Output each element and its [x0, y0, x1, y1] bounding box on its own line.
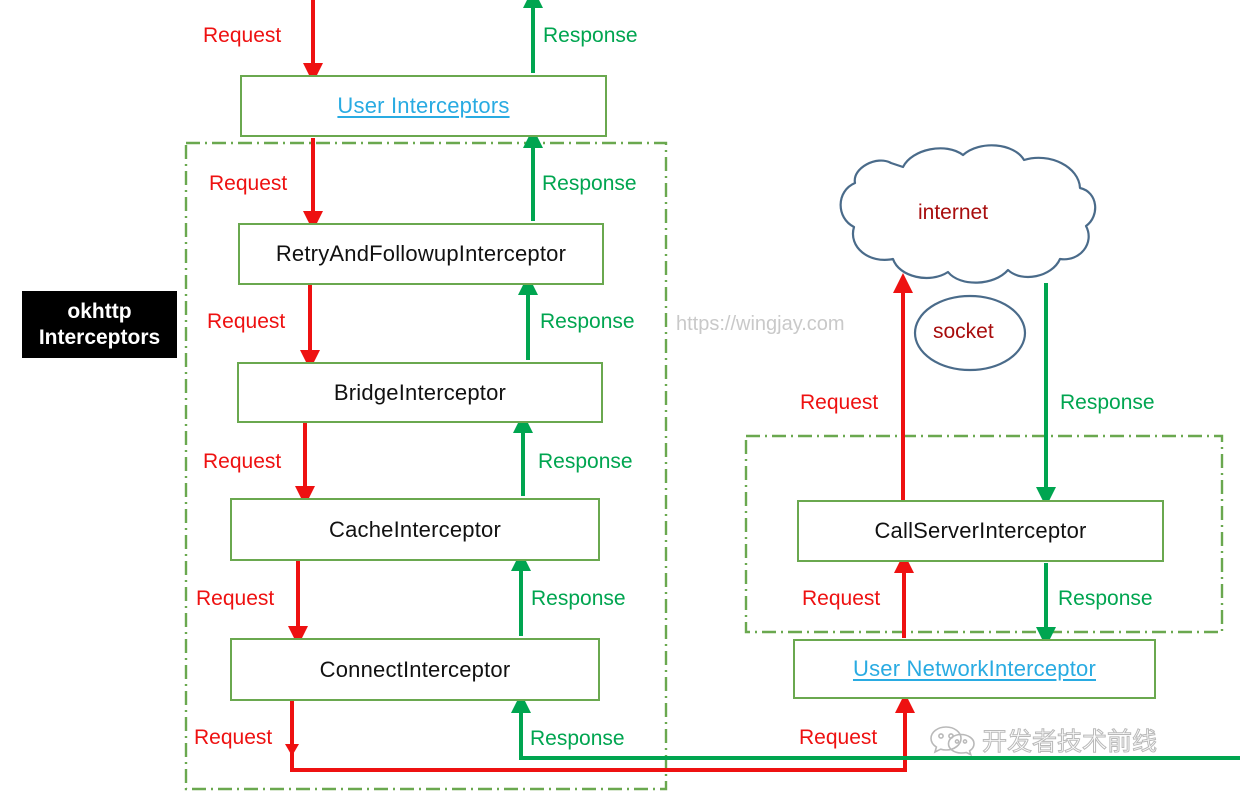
box-user-interceptors[interactable]: User Interceptors — [240, 75, 607, 137]
label-response-1: Response — [543, 24, 638, 47]
okhttp-interceptors-tag: okhttp Interceptors — [22, 291, 177, 358]
label-request-8: Request — [802, 587, 881, 610]
label-response-3: Response — [540, 310, 635, 333]
wechat-watermark-text: 开发者技术前线 — [981, 728, 1158, 757]
label-request-6: Request — [194, 726, 273, 749]
label-request-9: Request — [799, 726, 878, 749]
url-watermark: https://wingjay.com — [676, 313, 845, 335]
box-label: CallServerInterceptor — [874, 518, 1087, 543]
label-request-3: Request — [207, 310, 286, 333]
label-request-1: Request — [203, 24, 282, 47]
box-bridge-interceptor[interactable]: BridgeInterceptor — [237, 362, 603, 423]
box-label: User NetworkInterceptor — [852, 656, 1096, 681]
label-request-5: Request — [196, 587, 275, 610]
box-user-network-interceptor[interactable]: User NetworkInterceptor — [793, 639, 1156, 699]
label-response-2: Response — [542, 172, 637, 195]
label-response-8: Response — [1058, 587, 1153, 610]
socket-label: socket — [933, 320, 994, 343]
arrow-request-elbow-head — [285, 744, 299, 756]
box-cache-interceptor[interactable]: CacheInterceptor — [230, 498, 600, 561]
label-response-6: Response — [530, 727, 625, 750]
label-request-2: Request — [209, 172, 288, 195]
box-label: User Interceptors — [337, 93, 510, 118]
okhttp-tag-line2: Interceptors — [38, 325, 161, 349]
label-request-7: Request — [800, 391, 879, 414]
box-label: CacheInterceptor — [329, 516, 501, 542]
box-label: ConnectInterceptor — [319, 656, 511, 682]
box-label: RetryAndFollowupInterceptor — [275, 241, 567, 266]
box-label: BridgeInterceptor — [333, 379, 507, 405]
label-response-5: Response — [531, 587, 626, 610]
okhttp-tag-line1: okhttp — [67, 299, 132, 323]
wechat-watermark: 开发者技术前线 — [930, 722, 1158, 758]
box-retry-and-followup-interceptor[interactable]: RetryAndFollowupInterceptor — [238, 223, 604, 285]
label-response-7: Response — [1060, 391, 1155, 414]
wechat-icon — [930, 726, 975, 756]
internet-label: internet — [918, 201, 989, 224]
label-request-4: Request — [203, 450, 282, 473]
label-response-4: Response — [538, 450, 633, 473]
box-connect-interceptor[interactable]: ConnectInterceptor — [230, 638, 600, 701]
box-call-server-interceptor[interactable]: CallServerInterceptor — [797, 500, 1164, 562]
